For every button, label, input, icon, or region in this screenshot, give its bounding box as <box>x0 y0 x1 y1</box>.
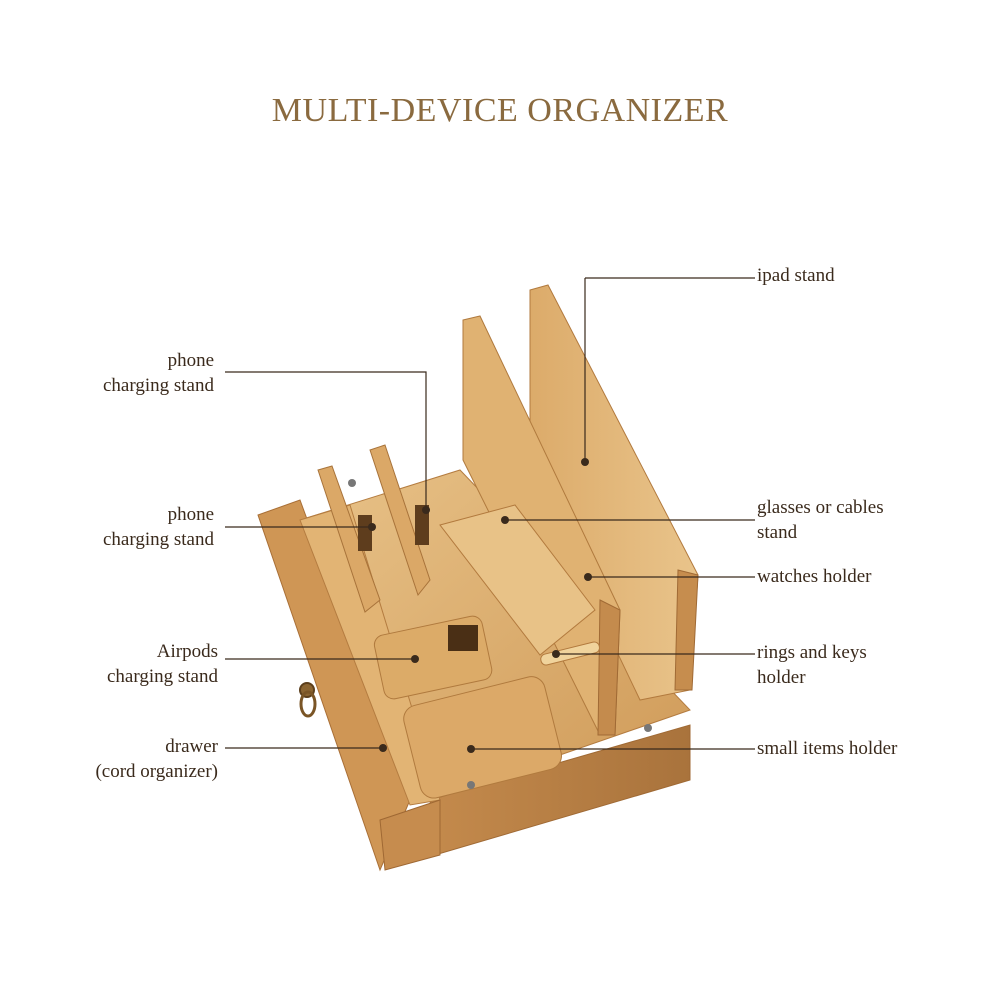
phone-stand-1-slot <box>415 505 429 545</box>
leader-lines <box>225 277 755 750</box>
label-drawer: drawer (cord organizer) <box>95 736 218 782</box>
label-small-items-holder: small items holder <box>757 738 898 759</box>
label-rings-and-keys-holder: rings and keys holder <box>757 642 867 688</box>
label-watches-holder: watches holder <box>757 566 872 587</box>
leader-dots <box>368 458 592 753</box>
label-glasses-or-cables-stand: glasses or cables stand <box>757 497 884 543</box>
glasses-platform <box>439 504 596 656</box>
label-airpods-charging-stand: Airpods charging stand <box>107 641 218 687</box>
drawer-knob <box>299 682 317 718</box>
screw <box>467 781 475 789</box>
ipad-stand-edge <box>674 569 699 691</box>
phone-stand-2-slot <box>358 515 372 551</box>
drawer-front <box>379 799 441 871</box>
screw <box>348 479 356 487</box>
small-items-tray <box>403 676 562 799</box>
middle-panel-edge <box>597 599 621 736</box>
label-phone-charging-stand-bottom: phone charging stand <box>103 504 214 550</box>
label-phone-charging-stand-top: phone charging stand <box>103 350 214 396</box>
airpods-hole <box>448 625 478 651</box>
screw <box>644 724 652 732</box>
phone-stand-2 <box>317 465 381 613</box>
leader-phone-1 <box>225 371 427 510</box>
phone-stand-1 <box>369 444 431 597</box>
label-ipad-stand: ipad stand <box>757 265 835 286</box>
diagram-title: MULTI-DEVICE ORGANIZER <box>271 92 729 129</box>
